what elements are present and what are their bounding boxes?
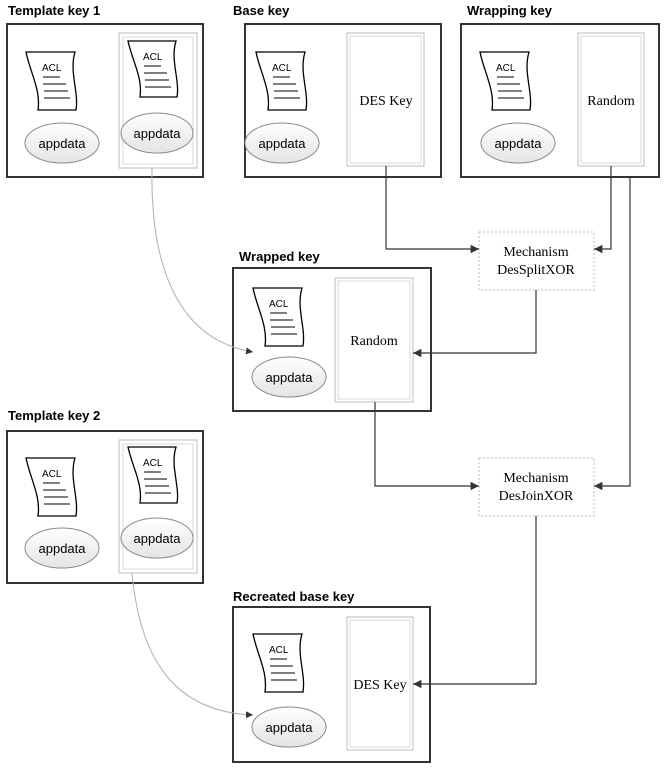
acl-label: ACL: [269, 299, 289, 310]
acl-label: ACL: [42, 469, 62, 480]
appdata-ellipse: [24, 122, 100, 164]
des-key-label: DES Key: [359, 94, 412, 109]
random-label: Random: [350, 334, 398, 349]
recreated-base-key-box: ACL appdata DES Key: [232, 606, 431, 763]
template-key-2-title: Template key 2: [8, 408, 100, 423]
appdata-label: appdata: [495, 136, 543, 151]
appdata-ellipse: [251, 356, 327, 398]
wrapped-key-title: Wrapped key: [239, 249, 320, 264]
random-label: Random: [587, 94, 635, 109]
connector-arrow: [594, 176, 631, 491]
wrapping-key-box: ACL appdata Random: [460, 23, 660, 178]
appdata-ellipse: [24, 527, 100, 569]
connector-arrow: [385, 166, 479, 254]
des-key-label: DES Key: [353, 678, 406, 693]
template-key-1-box: ACL appdata ACL appdata: [6, 23, 204, 178]
appdata-ellipse: [251, 706, 327, 748]
connector-curve: [151, 167, 254, 355]
acl-label: ACL: [269, 645, 289, 656]
appdata-label: appdata: [39, 136, 87, 151]
acl-document-icon: ACL: [252, 287, 305, 347]
appdata-label: appdata: [266, 370, 314, 385]
connector-arrow: [413, 516, 537, 689]
appdata-label: appdata: [134, 126, 182, 141]
mechanism-des-join-xor: Mechanism DesJoinXOR: [478, 457, 595, 517]
template-key-2-box: ACL appdata ACL appdata: [6, 430, 204, 584]
appdata-ellipse: [120, 517, 194, 559]
acl-document-icon: ACL: [25, 51, 78, 111]
base-key-box: ACL appdata DES Key: [244, 23, 442, 178]
template-key-1-title: Template key 1: [8, 3, 100, 18]
appdata-label: appdata: [39, 541, 87, 556]
acl-document-icon: ACL: [255, 51, 308, 111]
connector-arrow: [594, 166, 612, 254]
mechanism-label: Mechanism: [503, 245, 568, 260]
acl-document-icon: ACL: [252, 633, 305, 693]
wrapping-key-title: Wrapping key: [467, 3, 553, 18]
acl-label: ACL: [272, 63, 292, 74]
appdata-ellipse: [480, 122, 556, 164]
mechanism-name: DesJoinXOR: [499, 489, 574, 504]
mechanism-des-split-xor: Mechanism DesSplitXOR: [478, 231, 595, 291]
acl-document-icon: ACL: [479, 51, 532, 111]
appdata-ellipse: [244, 122, 320, 164]
acl-document-icon: ACL: [127, 40, 179, 98]
recreated-base-key-title: Recreated base key: [233, 589, 355, 604]
appdata-label: appdata: [259, 136, 307, 151]
appdata-label: appdata: [266, 720, 314, 735]
acl-document-icon: ACL: [127, 446, 179, 504]
base-key-title: Base key: [233, 3, 290, 18]
appdata-ellipse: [120, 112, 194, 154]
acl-label: ACL: [143, 52, 163, 63]
connector-arrow: [413, 290, 537, 358]
acl-document-icon: ACL: [25, 457, 78, 517]
wrapped-key-box: ACL appdata Random: [232, 267, 432, 412]
mechanism-label: Mechanism: [503, 471, 568, 486]
mechanism-name: DesSplitXOR: [497, 263, 575, 278]
appdata-label: appdata: [134, 531, 182, 546]
connector-arrow: [374, 402, 479, 491]
acl-label: ACL: [143, 458, 163, 469]
acl-label: ACL: [496, 63, 516, 74]
acl-label: ACL: [42, 63, 62, 74]
connector-curve: [131, 572, 254, 719]
